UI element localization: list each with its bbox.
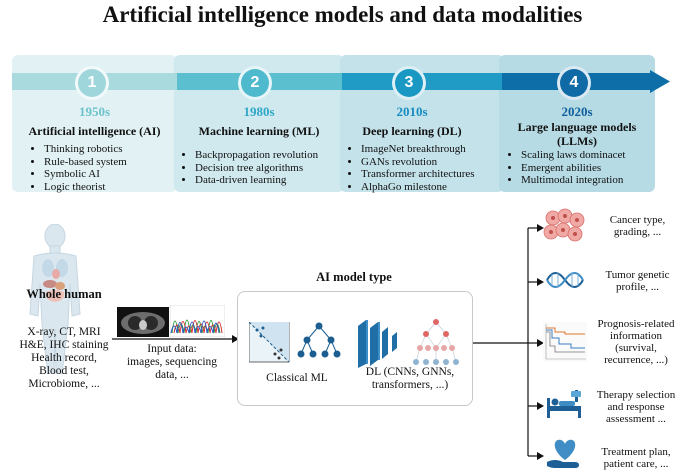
- list-item: Decision tree algorithms: [195, 162, 355, 175]
- output-therapy: Therapy selection and response assessmen…: [587, 389, 685, 425]
- survival-curve-icon: [543, 322, 587, 362]
- heart-hand-icon: [547, 439, 579, 468]
- deep-learning-line: transformers, ...): [371, 379, 449, 391]
- output-line: Treatment plan,: [601, 446, 671, 458]
- output-line: Prognosis-related: [597, 318, 675, 330]
- list-item: Multimodal integration: [521, 174, 667, 187]
- timeline-era-1: Artificial intelligence (AI): [28, 124, 161, 138]
- output-line: assessment ...: [606, 413, 666, 425]
- timeline-step-1-badge: 1: [75, 66, 109, 100]
- classical-ml-label: Classical ML: [266, 372, 328, 384]
- output-cancer-type: Cancer type, grading, ...: [590, 214, 685, 238]
- list-item: Emergent abilities: [521, 162, 667, 175]
- list-item: Rule-based system: [44, 156, 189, 169]
- list-item: Thinking robotics: [44, 143, 189, 156]
- list-item: Blood test,: [39, 365, 89, 377]
- deep-learning-label: DL (CNNs, GNNs, transformers, ...): [352, 366, 468, 392]
- cells-icon: [543, 208, 585, 242]
- timeline-year-2: 1980s: [243, 104, 275, 119]
- input-data-line: images, sequencing: [126, 356, 218, 368]
- list-item: Data-driven learning: [195, 174, 355, 187]
- modality-list: X-ray, CT, MRI H&E, IHC staining Health …: [4, 326, 124, 391]
- timeline-bullets-2: Backpropagation revolution Decision tree…: [181, 149, 355, 187]
- ct-scan-icon: [117, 307, 169, 337]
- list-item: GANs revolution: [361, 156, 516, 169]
- output-genetic-profile: Tumor genetic profile, ...: [590, 269, 685, 293]
- sequencing-icon: [170, 305, 225, 337]
- input-data-line: Input data:: [147, 343, 197, 355]
- hospital-bed-icon: [547, 390, 581, 418]
- timeline-bullets-4: Scaling laws dominacet Emergent abilitie…: [507, 149, 667, 187]
- output-line: information: [610, 330, 662, 342]
- output-treatment-plan: Treatment plan, patient care, ...: [587, 446, 685, 470]
- list-item: Transformer architectures: [361, 168, 516, 181]
- list-item: Backpropagation revolution: [195, 149, 355, 162]
- output-prognosis: Prognosis-related information (survival,…: [587, 318, 685, 366]
- list-item: ImageNet breakthrough: [361, 143, 516, 156]
- timeline-step-4-badge: 4: [557, 66, 591, 100]
- output-line: patient care, ...: [603, 458, 669, 470]
- output-line: grading, ...: [613, 226, 662, 238]
- input-data-line: data, ...: [155, 369, 189, 381]
- list-item: Symbolic AI: [44, 168, 189, 181]
- output-line: recurrence, ...): [604, 354, 668, 366]
- timeline-year-3: 2010s: [396, 104, 428, 119]
- list-item: Microbiome, ...: [28, 378, 100, 390]
- output-line: (survival,: [615, 342, 657, 354]
- list-item: X-ray, CT, MRI: [27, 326, 101, 338]
- page-title: Artificial intelligence models and data …: [102, 2, 583, 27]
- list-item: AlphaGo milestone: [361, 181, 516, 194]
- whole-human-label: Whole human: [26, 287, 102, 301]
- list-item: H&E, IHC staining: [19, 339, 109, 351]
- list-item: Health record,: [31, 352, 97, 364]
- timeline-era-4: Large language models (LLMs): [517, 120, 637, 148]
- timeline-step-3-badge: 3: [392, 66, 426, 100]
- output-line: profile, ...: [615, 281, 660, 293]
- timeline-bullets-1: Thinking robotics Rule-based system Symb…: [30, 143, 189, 193]
- output-line: Tumor genetic: [605, 269, 670, 281]
- deep-learning-icon: [358, 319, 459, 368]
- timeline-year-4: 2020s: [561, 104, 593, 119]
- model-type-title: AI model type: [316, 270, 392, 284]
- list-item: Logic theorist: [44, 181, 189, 194]
- classical-ml-icon: [249, 322, 341, 363]
- human-body-icon: [29, 224, 81, 374]
- timeline-bullets-3: ImageNet breakthrough GANs revolution Tr…: [347, 143, 516, 193]
- timeline-year-1: 1950s: [78, 104, 111, 119]
- output-line: Cancer type,: [609, 214, 666, 226]
- output-line: Therapy selection: [596, 389, 676, 401]
- timeline-era-3: Deep learning (DL): [362, 124, 462, 138]
- output-line: and response: [607, 401, 665, 413]
- timeline-step-2-badge: 2: [238, 66, 272, 100]
- list-item: Scaling laws dominacet: [521, 149, 667, 162]
- timeline-era-2: Machine learning (ML): [198, 124, 320, 138]
- dna-icon: [546, 272, 584, 288]
- input-data-label: Input data: images, sequencing data, ...: [112, 343, 232, 382]
- deep-learning-line: DL (CNNs, GNNs,: [365, 366, 455, 378]
